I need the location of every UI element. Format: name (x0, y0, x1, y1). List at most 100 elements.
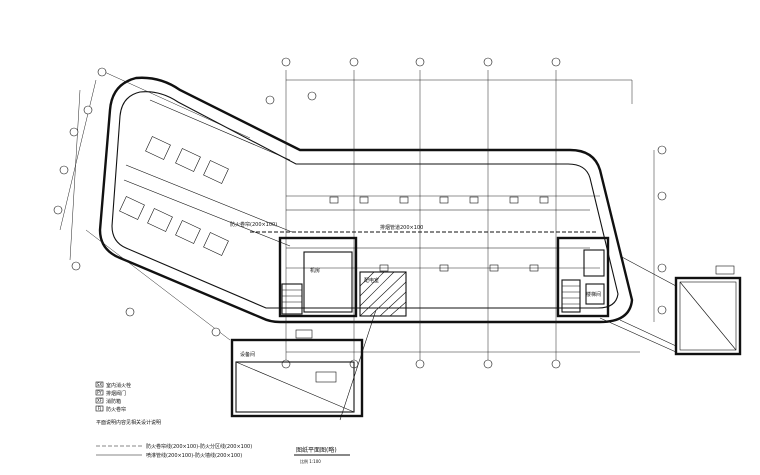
room-label: 机房 (310, 267, 320, 274)
grid-bubble (281, 57, 291, 67)
room-machine (303, 251, 353, 313)
grid-bubble (265, 95, 275, 105)
grid-bubble (69, 127, 79, 137)
room-small (585, 283, 605, 305)
dimension-line (69, 89, 81, 261)
equipment-mark (379, 264, 389, 272)
leader-line (339, 309, 377, 421)
annex-inner (679, 281, 737, 351)
grid-bubble (71, 261, 81, 271)
equipment-mark (439, 196, 449, 204)
core-room (278, 236, 358, 318)
grid-bubble (657, 191, 667, 201)
left-core: 机房 配电室 (278, 236, 407, 318)
legend-item-text: 防火卷帘 (106, 406, 126, 413)
stair (561, 279, 581, 313)
grid-bubble (125, 307, 135, 317)
equipment-mark (529, 264, 539, 272)
parking-stall (145, 136, 171, 160)
legend-item-text: 消防箱 (106, 398, 121, 405)
legend-note: 平面说明内容见相关设计说明 (96, 419, 161, 426)
equipment-mark (359, 196, 369, 204)
legend-item-text: 室内消火栓 (106, 382, 131, 389)
right-core: 楼梯间 (556, 236, 610, 318)
grid-bubble (657, 145, 667, 155)
legend-symbol (95, 397, 104, 404)
wing-corridor-line (123, 179, 291, 247)
grid-bubble (349, 57, 359, 67)
legend-symbol (95, 389, 104, 396)
equipment-mark (399, 196, 409, 204)
bottom-annex: 设备间 (230, 329, 364, 418)
room-label: 楼梯间 (586, 291, 601, 298)
legend-symbol (95, 381, 104, 388)
equipment-mark (509, 196, 519, 204)
title-block: 图纸平面图(略) 比例 1:100 (294, 446, 350, 464)
legend-symbol-code: XF (97, 398, 103, 403)
line-legend-text: 喷淋管线(200×100)-防火墙线(200×100) (146, 452, 242, 459)
grid-bubble (551, 57, 561, 67)
ramp-line (619, 255, 677, 287)
dimension-line (59, 79, 97, 231)
grid-bubble (97, 67, 107, 77)
grid-bubbles (53, 57, 667, 369)
legend-symbol-code: PY (97, 390, 102, 395)
parking-stall (203, 232, 229, 256)
right-annex (619, 255, 742, 356)
pipe-label: 防火卷帘(200×100) (230, 221, 277, 228)
equipment-mark (539, 196, 549, 204)
room-small (583, 249, 605, 277)
column-grid (285, 70, 655, 360)
grid-bubble (657, 305, 667, 315)
parking-stall (175, 220, 201, 244)
equipment-mark (329, 196, 339, 204)
legend-symbol (95, 405, 104, 412)
equipment-mark (315, 371, 337, 383)
wing-corridor-line (125, 164, 293, 233)
core-room (556, 236, 610, 318)
grid-bubble (307, 91, 317, 101)
parking-stall (119, 196, 145, 220)
inner-wall (111, 91, 619, 309)
room-hatched (359, 271, 407, 317)
annex-room (230, 338, 364, 418)
parking-stall (147, 208, 173, 232)
building-outline (98, 76, 634, 324)
wing-grid-line (149, 99, 291, 161)
grid-bubble (53, 205, 63, 215)
drawing-title: 图纸平面图(略) (296, 446, 337, 454)
grid-bubble (657, 263, 667, 273)
parking-stall (203, 160, 229, 184)
grid-bubble (483, 359, 493, 369)
legend: SX PY XF FJ 室内消火栓 排烟阀门 消防箱 防火卷帘 平面说明内容见相… (95, 381, 252, 459)
ramp-line (619, 319, 677, 347)
angled-wing (59, 69, 634, 341)
room-label: 设备间 (240, 351, 255, 358)
stair (281, 283, 303, 315)
scale-note: 比例 1:100 (300, 458, 321, 464)
dimension-line (99, 69, 251, 139)
label-box (295, 329, 313, 339)
grid-bubble (281, 359, 291, 369)
grid-bubble (415, 359, 425, 369)
legend-item-text: 排烟阀门 (106, 390, 126, 397)
grid-bubble (483, 57, 493, 67)
grid-bubble (551, 359, 561, 369)
equipment-mark (439, 264, 449, 272)
annex-inner (235, 361, 355, 413)
grid-bubble (211, 327, 221, 337)
equipment-mark (469, 196, 479, 204)
corridor: 排烟管道200×100 防火卷帘(200×100) (230, 196, 598, 272)
legend-symbol-code: SX (97, 382, 103, 387)
grid-bubble (415, 57, 425, 67)
equipment-mark (489, 264, 499, 272)
dimension-line (85, 229, 231, 341)
line-legend-text: 防火卷帘线(200×100)-防火分区线(200×100) (146, 443, 252, 450)
parking-stall (175, 148, 201, 172)
grid-bubble (83, 105, 93, 115)
label-box (715, 265, 735, 275)
legend-symbol-code: FJ (98, 406, 101, 411)
pipe-label: 排烟管道200×100 (380, 224, 423, 231)
annex-room (674, 276, 742, 356)
